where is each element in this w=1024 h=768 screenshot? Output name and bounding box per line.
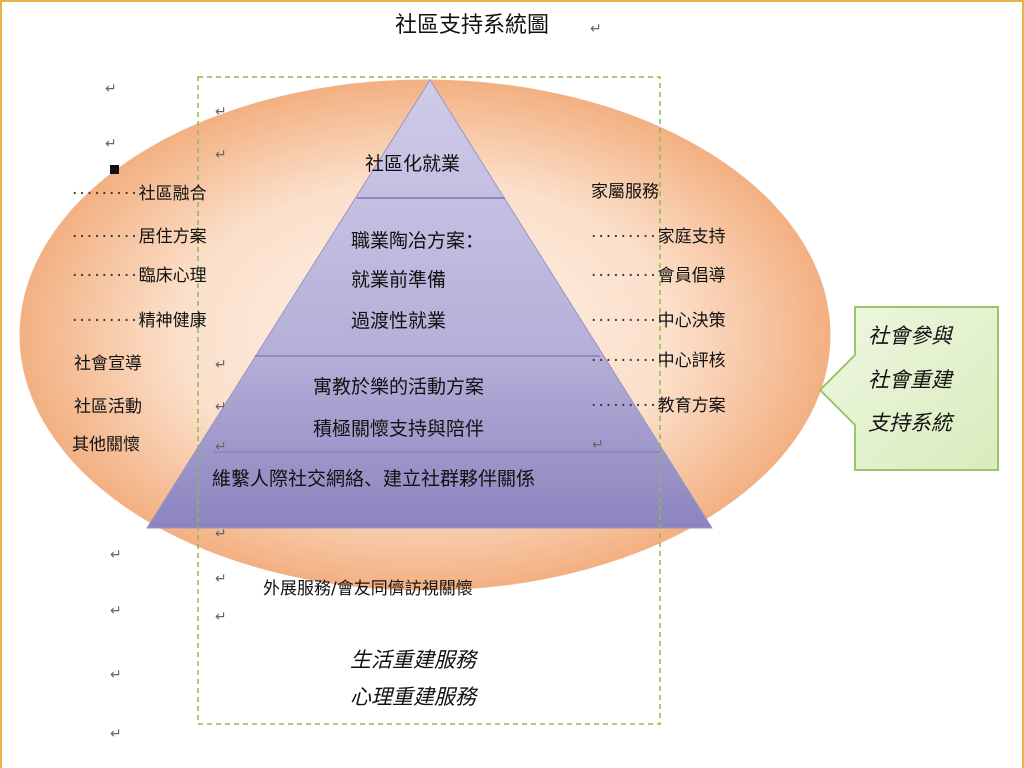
dashed-box [197,76,661,725]
callout-line-1: 社會參與 [868,324,952,348]
left-item-other-care: 其他關懷 [72,435,140,455]
callout-shape [818,306,999,471]
left-item-housing: ·········居住方案 [72,227,207,247]
dot-leader: ········· [591,227,658,247]
right-item-family-services: 家屬服務 [591,182,659,202]
para-mark: ↵ [215,399,227,415]
callout-line-3: 支持系統 [868,411,952,435]
para-mark: ↵ [110,726,122,742]
dot-leader: ········· [591,311,658,331]
para-mark: ↵ [590,21,602,37]
para-mark: ↵ [215,104,227,120]
pyramid-pre-employment: 就業前準備 [351,269,447,291]
para-mark: ↵ [215,147,227,163]
dot-leader: ········· [591,266,658,286]
para-mark: ↵ [592,437,604,453]
pyramid-top-label: 社區化就業 [365,153,461,175]
right-item-member-advocacy: ·········會員倡導 [591,266,726,286]
para-mark: ↵ [215,357,227,373]
para-mark: ↵ [215,609,227,625]
slide-frame-left [0,0,2,768]
psych-rebuild-service: 心理重建服務 [350,685,476,709]
life-rebuild-service: 生活重建服務 [350,648,476,672]
dot-leader: ········· [591,396,658,416]
outreach-label: 外展服務/會友同儕訪視關懷 [263,579,473,599]
slide-frame-right [1022,0,1024,768]
left-item-social-advocacy: 社會宣導 [74,354,142,374]
callout-line-2: 社會重建 [868,368,952,392]
para-mark: ↵ [110,603,122,619]
bullet-square [110,165,119,174]
pyramid-transitional: 過渡性就業 [351,310,447,332]
pyramid-activity-program: 寓教於樂的活動方案 [313,376,485,398]
right-item-center-evaluation: ·········中心評核 [591,351,726,371]
para-mark: ↵ [215,571,227,587]
dot-leader: ········· [72,266,139,286]
left-item-mental-health: ·········精神健康 [72,311,207,331]
pyramid-vocational-title: 職業陶冶方案： [351,230,485,252]
para-mark: ↵ [110,547,122,563]
dot-leader: ········· [72,311,139,331]
right-item-family-support: ·········家庭支持 [591,227,726,247]
left-item-community-integration: ·········社區融合 [72,184,207,204]
para-mark: ↵ [105,81,117,97]
right-item-education-program: ·········教育方案 [591,396,726,416]
pyramid-base-label: 維繫人際社交網絡、建立社群夥伴關係 [212,468,536,490]
dot-leader: ········· [72,227,139,247]
pyramid [146,79,713,529]
slide-frame-top [0,0,1024,2]
diagram-title: 社區支持系統圖 [395,13,550,38]
right-item-center-decisions: ·········中心決策 [591,311,726,331]
para-mark: ↵ [110,667,122,683]
dot-leader: ········· [72,184,139,204]
left-item-community-activities: 社區活動 [74,397,142,417]
left-item-clinical-psychology: ·········臨床心理 [72,266,207,286]
pyramid-support: 積極關懷支持與陪伴 [313,418,485,440]
para-mark: ↵ [215,526,227,542]
para-mark: ↵ [215,439,227,455]
dot-leader: ········· [591,351,658,371]
para-mark: ↵ [105,136,117,152]
